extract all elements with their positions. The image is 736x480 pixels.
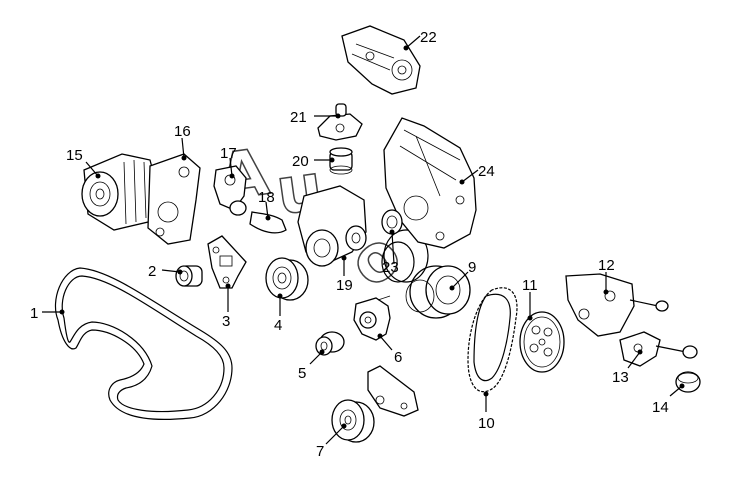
part-24-lower-timing-cover[interactable] bbox=[383, 117, 477, 249]
callout-4: 4 bbox=[274, 317, 282, 334]
callout-5: 5 bbox=[298, 365, 306, 382]
callout-13: 13 bbox=[612, 369, 629, 386]
callout-22: 22 bbox=[420, 29, 437, 46]
callout-10: 10 bbox=[478, 415, 495, 432]
part-16-alternator-bracket[interactable] bbox=[147, 153, 201, 245]
part-20-thermostat[interactable] bbox=[329, 147, 353, 175]
part-12-engine-mount[interactable] bbox=[565, 273, 669, 337]
callout-14: 14 bbox=[652, 399, 669, 416]
callout-20: 20 bbox=[292, 153, 309, 170]
part-7-lower-pulley[interactable] bbox=[331, 399, 375, 443]
part-2-idler-pulley[interactable] bbox=[175, 265, 203, 287]
callout-11: 11 bbox=[522, 277, 538, 294]
callout-1: 1 bbox=[30, 305, 38, 322]
callout-9: 9 bbox=[468, 259, 476, 276]
part-19-water-pump[interactable] bbox=[297, 185, 367, 267]
part-9-timing-idler[interactable] bbox=[405, 265, 471, 319]
callout-16: 16 bbox=[174, 123, 191, 140]
callout-6: 6 bbox=[394, 349, 402, 366]
callout-24: 24 bbox=[478, 163, 495, 180]
callout-2: 2 bbox=[148, 263, 156, 280]
tensioner-bracket bbox=[367, 365, 419, 417]
callout-12: 12 bbox=[598, 257, 615, 274]
part-6-tensioner-assembly[interactable] bbox=[353, 295, 391, 341]
part-22-upper-timing-cover[interactable] bbox=[341, 25, 421, 95]
callout-labels: 1 2 3 4 5 6 7 9 10 11 12 13 14 15 16 17 … bbox=[30, 29, 669, 460]
part-18-coolant-hose[interactable] bbox=[249, 211, 287, 234]
callout-15: 15 bbox=[66, 147, 83, 164]
part-11-camshaft-sprocket[interactable] bbox=[519, 311, 565, 373]
part-1-serpentine-belt[interactable] bbox=[54, 267, 233, 420]
callout-19: 19 bbox=[336, 277, 353, 294]
leader-lines bbox=[42, 35, 685, 445]
callout-23: 23 bbox=[382, 259, 399, 276]
part-15-alternator[interactable] bbox=[81, 153, 161, 231]
callout-17: 17 bbox=[220, 145, 237, 162]
part-21-thermostat-cover[interactable] bbox=[317, 103, 363, 141]
part-10-timing-belt[interactable] bbox=[467, 287, 518, 393]
callout-18: 18 bbox=[258, 189, 275, 206]
part-4-crankshaft-pulley[interactable] bbox=[265, 257, 309, 301]
part-17-thermostat-housing[interactable] bbox=[213, 165, 247, 216]
part-23-seal-ring[interactable] bbox=[381, 229, 429, 283]
part-13-mount-bracket[interactable] bbox=[619, 331, 698, 367]
callout-7: 7 bbox=[316, 443, 324, 460]
callout-3: 3 bbox=[222, 313, 230, 330]
callout-21: 21 bbox=[290, 109, 307, 126]
part-14-rubber-cap[interactable] bbox=[675, 371, 701, 393]
part-3-bracket-plate[interactable] bbox=[207, 235, 247, 289]
